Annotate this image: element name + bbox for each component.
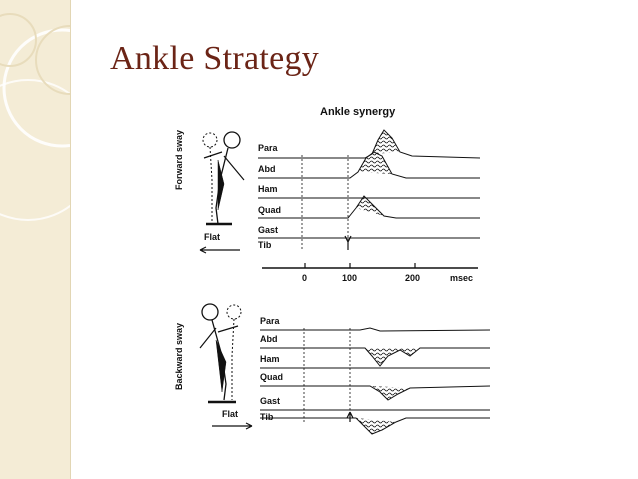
forward-side-label: Forward sway	[174, 130, 184, 190]
time-tick-label: 100	[342, 273, 357, 283]
backward-emg-traces	[260, 327, 491, 435]
forward-stick-figure	[202, 131, 245, 226]
backward-muscle-label: Tib	[260, 412, 274, 422]
forward-muscle-label: Gast	[258, 225, 278, 235]
backward-muscle-label: Quad	[260, 372, 283, 382]
forward-emg-traces	[258, 129, 481, 239]
emg-diagram: Ankle synergy Forward sway Flat Para Abd…	[174, 106, 491, 435]
time-axis: 0 100 200 msec	[262, 263, 478, 283]
forward-muscle-label: Abd	[258, 164, 276, 174]
decorative-sidebar	[0, 0, 71, 479]
backward-side-label: Backward sway	[174, 323, 184, 390]
forward-muscle-label: Para	[258, 143, 279, 153]
backward-muscle-label: Abd	[260, 334, 278, 344]
decorative-circles	[0, 13, 70, 221]
forward-muscle-label: Quad	[258, 205, 281, 215]
forward-burst	[356, 196, 384, 216]
forward-burst	[358, 152, 392, 174]
figure-heading: Ankle synergy	[320, 106, 396, 118]
backward-surface-label: Flat	[222, 409, 238, 419]
backward-burst	[356, 418, 396, 434]
forward-sway-panel: Forward sway Flat Para Abd Ham Quad Gast…	[174, 129, 481, 254]
onset-arrow	[344, 235, 352, 250]
forward-burst	[372, 130, 400, 154]
backward-burst	[365, 348, 420, 366]
backward-muscle-label: Gast	[260, 396, 280, 406]
time-tick-label: 0	[302, 273, 307, 283]
forward-muscle-label: Tib	[258, 240, 272, 250]
backward-muscle-label: Para	[260, 316, 281, 326]
time-tick-label: 200	[405, 273, 420, 283]
backward-arrow	[212, 422, 253, 430]
backward-sway-panel: Backward sway Flat Para Abd Ham Quad Gas…	[174, 303, 491, 435]
time-unit-label: msec	[450, 273, 473, 283]
forward-muscle-label: Ham	[258, 184, 278, 194]
ankle-synergy-figure: Ankle synergy Forward sway Flat Para Abd…	[160, 100, 500, 445]
slide-title: Ankle Strategy	[110, 40, 320, 77]
onset-arrow	[346, 411, 354, 422]
forward-arrow	[199, 246, 240, 254]
forward-surface-label: Flat	[204, 232, 220, 242]
backward-burst	[370, 386, 410, 400]
backward-muscle-label: Ham	[260, 354, 280, 364]
backward-stick-figure	[199, 303, 242, 404]
